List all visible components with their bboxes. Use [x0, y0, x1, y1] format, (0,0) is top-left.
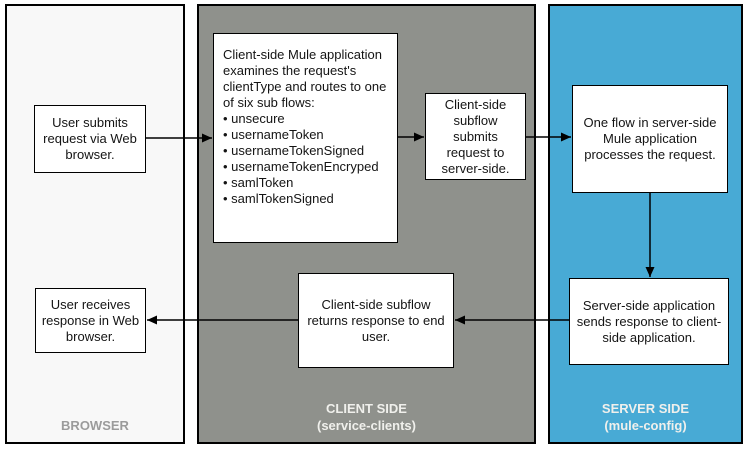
- panel-label-server-line2: (mule-config): [604, 418, 687, 433]
- box-subflow-submits-request: Client-side subflow submits request to s…: [425, 93, 526, 180]
- box-server-sends-response: Server-side application sends response t…: [569, 278, 729, 365]
- subflow-item-usernametokensigned: • usernameTokenSigned: [223, 143, 365, 158]
- box-client-examines-intro: Client-side Mule application examines th…: [223, 47, 387, 110]
- box-user-receives-response: User receives response in Web browser.: [35, 288, 146, 353]
- panel-label-client-side: CLIENT SIDE (service-clients): [199, 400, 534, 434]
- panel-label-server-side: SERVER SIDE (mule-config): [550, 400, 741, 434]
- panel-label-browser: BROWSER: [61, 418, 129, 433]
- box-client-examines-request: Client-side Mule application examines th…: [213, 33, 398, 243]
- subflow-item-usernametokenencryped: • usernameTokenEncryped: [223, 159, 379, 174]
- panel-server-side: SERVER SIDE (mule-config): [548, 4, 743, 444]
- box-user-submits-request: User submits request via Web browser.: [34, 105, 146, 173]
- panel-label-server-line1: SERVER SIDE: [601, 401, 690, 416]
- subflow-item-samltokensigned: • samlTokenSigned: [223, 191, 334, 206]
- panel-label-client-line1: CLIENT SIDE: [326, 401, 407, 416]
- panel-label-client-line2: (service-clients): [317, 418, 416, 433]
- subflow-item-samltoken: • samlToken: [223, 175, 294, 190]
- box-server-flow-processes: One flow in server-side Mule application…: [572, 85, 728, 193]
- client-subflow-list: • unsecure • usernameToken • usernameTok…: [223, 111, 388, 207]
- box-subflow-returns-response: Client-side subflow returns response to …: [298, 273, 454, 368]
- subflow-item-usernametoken: • usernameToken: [223, 127, 324, 142]
- panel-browser: BROWSER: [5, 4, 185, 444]
- subflow-item-unsecure: • unsecure: [223, 111, 285, 126]
